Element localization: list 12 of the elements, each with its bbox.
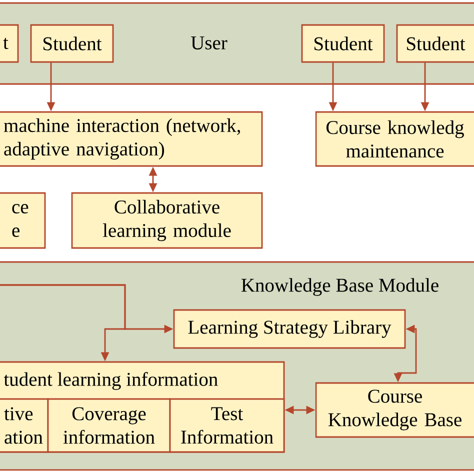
process-box: Student (396, 24, 474, 63)
process-box: machine interaction (network, adaptive navigation) (0, 111, 263, 167)
process-box: Student (301, 24, 385, 63)
process-box: Learning Strategy Library (173, 309, 406, 349)
process-box: Course knowledg maintenance (315, 111, 474, 167)
table-cell: Test Information (169, 398, 285, 453)
process-box: Collaborative learning module (71, 192, 263, 249)
process-box: Course Knowledge Base (315, 382, 474, 438)
table-cell: tive ation (0, 398, 49, 453)
process-box: ce e (0, 192, 46, 249)
process-box: Student (30, 24, 114, 63)
process-box: t (0, 24, 19, 63)
